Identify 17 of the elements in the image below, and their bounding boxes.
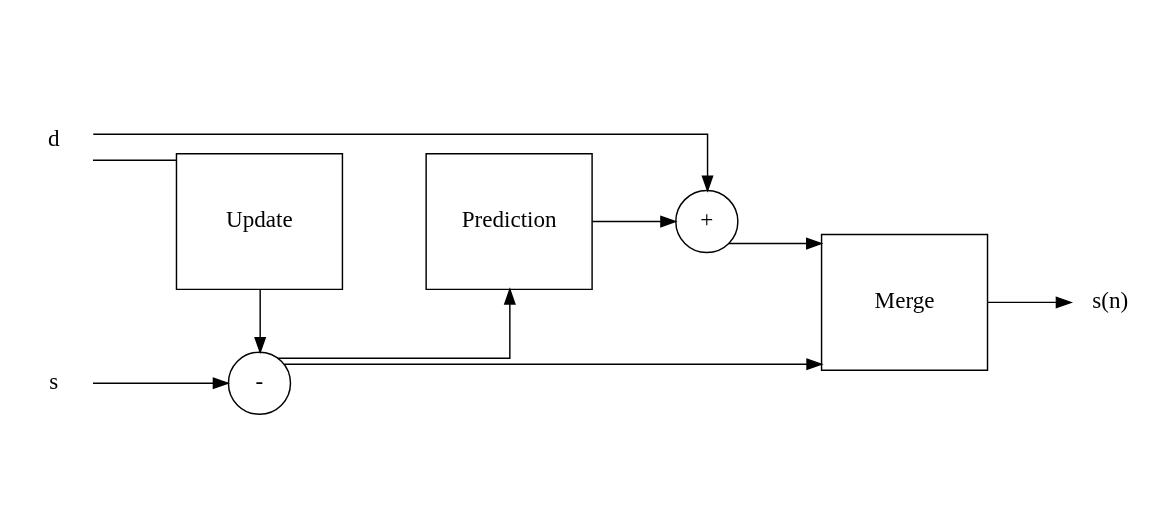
arrow <box>92 377 231 390</box>
node-box: Prediction <box>425 153 593 291</box>
arrow <box>986 296 1074 309</box>
node-box: Merge <box>820 233 989 371</box>
node-circle: + <box>675 189 739 254</box>
node-text: s(n) <box>1092 286 1129 313</box>
arrow <box>92 133 714 193</box>
arrow <box>283 358 824 371</box>
node-circle: - <box>227 351 292 415</box>
node-box: Update <box>175 153 344 291</box>
node-text: s <box>49 367 59 394</box>
arrow <box>254 288 267 355</box>
arrow <box>277 287 516 359</box>
arrow <box>728 237 824 250</box>
node-text: d <box>48 125 60 152</box>
arrow <box>591 215 678 228</box>
connector <box>92 159 177 161</box>
